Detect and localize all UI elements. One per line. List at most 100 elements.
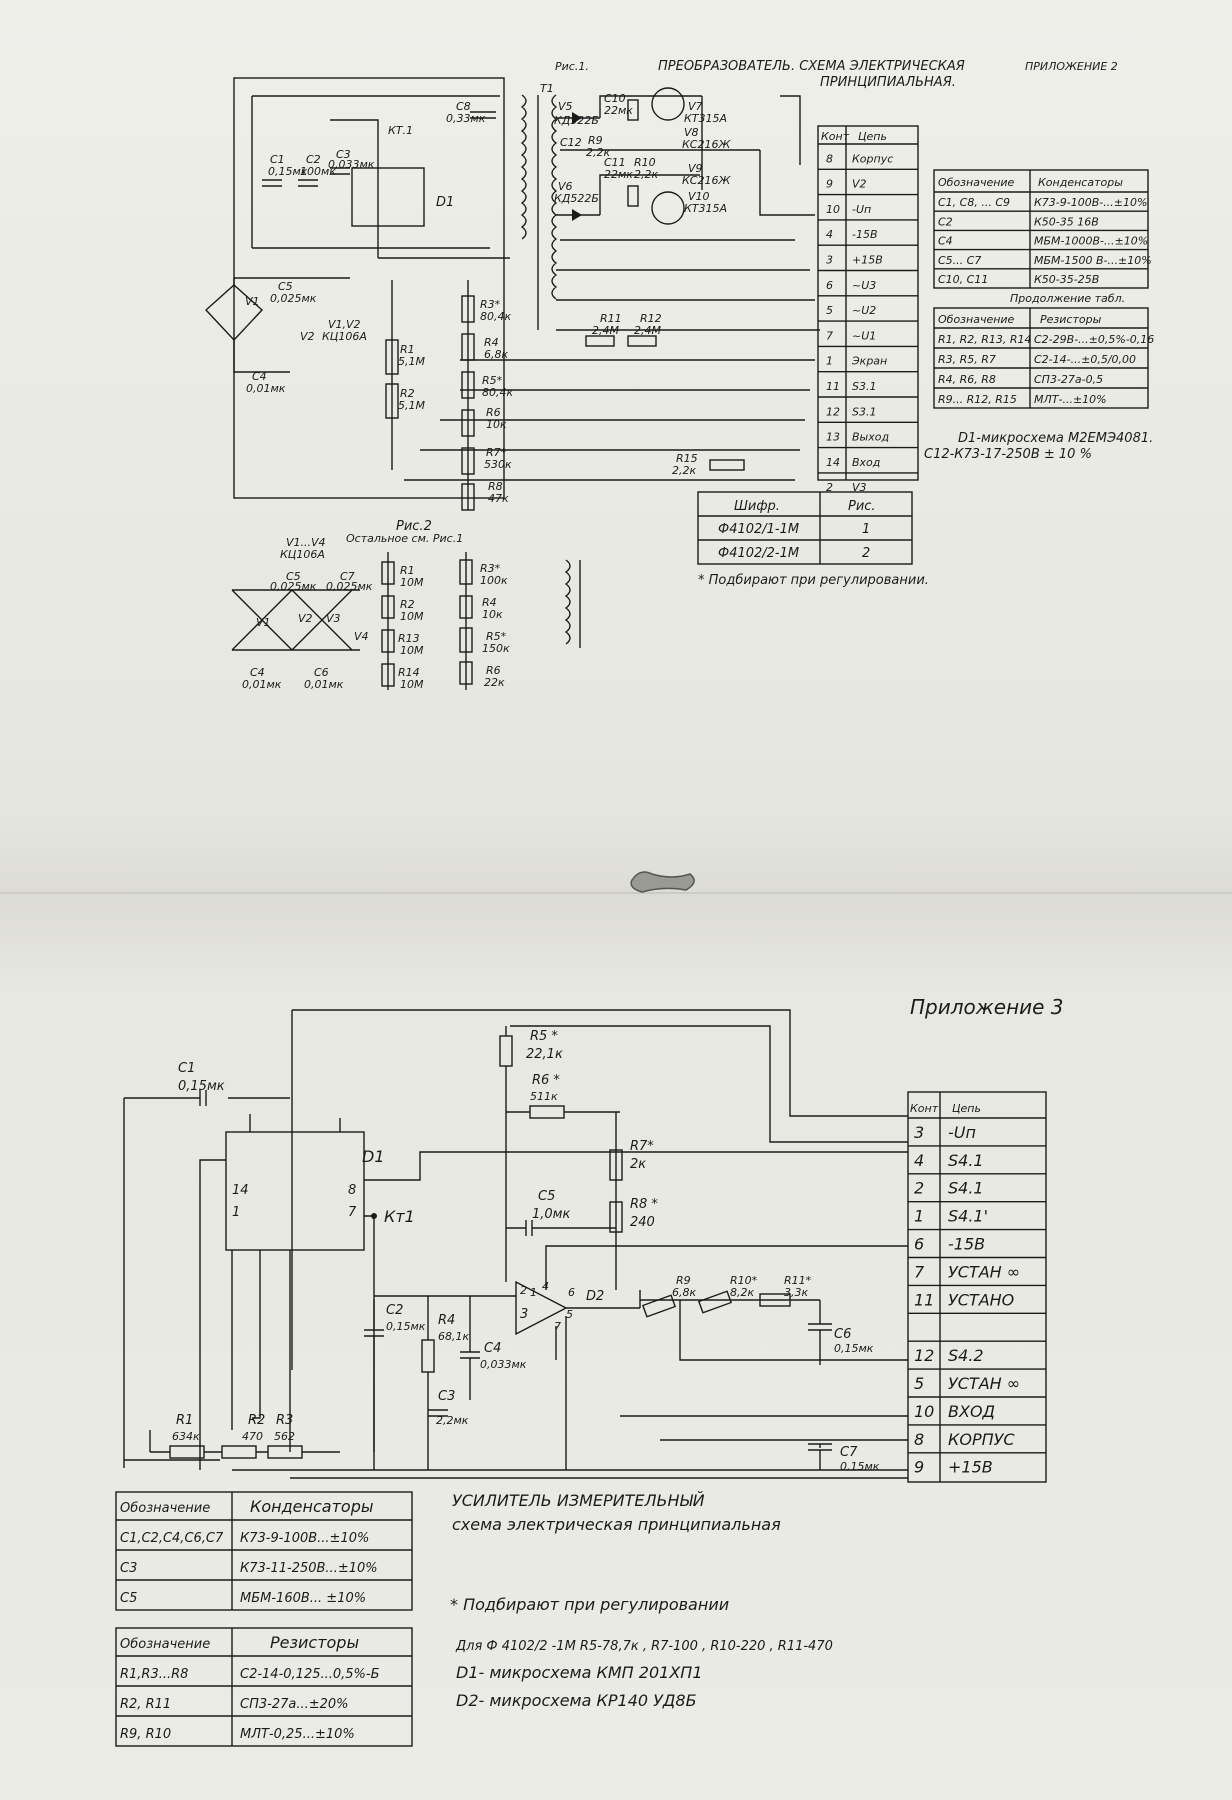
svg-text:R7*: R7*: [630, 1139, 654, 1154]
svg-text:2к: 2к: [630, 1157, 646, 1172]
fig2-label: Рис.2: [396, 519, 432, 534]
a3-cap-type: К73-11-250В...±10%: [240, 1561, 378, 1576]
svg-text:R6: R6: [486, 664, 501, 677]
svg-text:R5 *: R5 *: [530, 1029, 558, 1044]
a3-cap-designation: C1,C2,C4,C6,C7: [120, 1531, 224, 1546]
a3-contact-circuit: -15В: [948, 1235, 985, 1254]
fig1-contact-pin: 6: [826, 279, 833, 292]
a3-contact-table: [907, 1091, 1047, 1483]
a3-contact-circuit: -Uп: [948, 1123, 976, 1142]
svg-text:2,2к: 2,2к: [586, 146, 610, 159]
svg-text:КТ315А: КТ315А: [684, 202, 727, 215]
svg-text:14: 14: [232, 1183, 249, 1198]
svg-text:22мк: 22мк: [604, 168, 633, 181]
fig1-outer-wire: [233, 77, 505, 499]
a3-note3: D1- микросхема КМП 201ХП1: [456, 1663, 703, 1682]
fig1-contact-circuit: Экран: [851, 355, 887, 368]
figure-2: Рис.2 Остальное см. Рис.1 V1...V4 КЦ106А…: [231, 519, 581, 691]
svg-text:22к: 22к: [484, 676, 505, 689]
svg-text:C10: C10: [604, 92, 626, 105]
svg-text:Резисторы: Резисторы: [1040, 313, 1102, 326]
a3-contact-circuit: S4.2: [948, 1346, 984, 1365]
svg-text:C5: C5: [286, 570, 301, 583]
svg-text:22,1к: 22,1к: [526, 1047, 563, 1062]
fig1-r1-r2: R1 5,1М R2 5,1М: [385, 280, 425, 470]
a3-contact-pin: 3: [914, 1123, 924, 1142]
svg-text:2,4М: 2,4М: [592, 324, 619, 337]
a3-wire-top: [291, 1009, 908, 1370]
fig1-wire-top: [251, 95, 500, 249]
a3-cap-type: МБМ-160В... ±10%: [240, 1591, 366, 1606]
a3-contact-circuit: +15В: [948, 1458, 993, 1477]
svg-text:Конденсаторы: Конденсаторы: [1038, 176, 1123, 189]
svg-text:V7: V7: [688, 100, 703, 113]
svg-text:V8: V8: [684, 126, 699, 139]
fig1-d1-label: D1: [436, 195, 454, 210]
fig1-cap-designation: C5... C7: [938, 254, 981, 267]
a3-contact-pin: 7: [914, 1262, 925, 1281]
svg-text:Обозначение: Обозначение: [120, 1501, 210, 1516]
svg-text:Ф4102/2-1М: Ф4102/2-1М: [718, 546, 799, 561]
appendix-3: Приложение 3 C1 0,15мк D1 14 8 1 7 Кт1 R…: [115, 995, 1064, 1747]
svg-text:68,1к: 68,1к: [438, 1330, 469, 1343]
svg-text:R15: R15: [676, 452, 698, 465]
svg-text:2,2к: 2,2к: [634, 168, 658, 181]
svg-text:C2: C2: [386, 1303, 403, 1318]
a3-d1-chip: [225, 1131, 365, 1251]
fig1-cap-designation: C4: [938, 235, 953, 248]
svg-text:1: 1: [232, 1205, 240, 1220]
svg-text:Обозначение: Обозначение: [938, 313, 1015, 326]
svg-text:8,2к: 8,2к: [730, 1286, 754, 1299]
fig1-caps-table: Обозначение Конденсаторы Продолжение таб…: [933, 169, 1149, 305]
svg-text:R5*: R5*: [486, 630, 507, 643]
svg-text:100к: 100к: [480, 574, 508, 587]
svg-text:7: 7: [554, 1320, 561, 1333]
svg-text:R2: R2: [248, 1413, 265, 1428]
svg-text:562: 562: [274, 1430, 295, 1443]
fig1-wire-mid: [330, 119, 510, 259]
svg-text:V1: V1: [256, 616, 271, 629]
svg-text:0,01мк: 0,01мк: [246, 382, 286, 395]
fig1-cap-type: К73-9-100В-...±10%: [1034, 196, 1147, 209]
a3-caption1: УСИЛИТЕЛЬ ИЗМЕРИТЕЛЬНЫЙ: [452, 1491, 705, 1510]
svg-text:47к: 47к: [488, 492, 509, 505]
a3-wire-2: [510, 1025, 908, 1143]
fig2-resistors-right: R3* 100к R4 10к R5* 150к R6 22к: [459, 552, 510, 690]
a3-c5: C5 1,0мк: [506, 1189, 616, 1236]
fig1-c2: C2 100мк: [298, 153, 336, 187]
svg-text:C4: C4: [252, 370, 267, 383]
svg-text:V4: V4: [354, 630, 369, 643]
fig1-contact-circuit: S3.1: [852, 405, 876, 418]
svg-text:КЦ106А: КЦ106А: [322, 330, 367, 343]
fig1-contact-pin: 9: [826, 178, 833, 191]
svg-text:R2: R2: [400, 387, 415, 400]
svg-text:R14: R14: [398, 666, 420, 679]
fig1-res-designation: R1, R2, R13, R14: [938, 333, 1032, 346]
fig1-contact-circuit: +15В: [852, 254, 883, 267]
fig1-upper-stage: V5 КД522Б C10 22мк R9 2,2к C12 V7 КТ315А…: [554, 87, 731, 159]
svg-text:Ф4102/1-1М: Ф4102/1-1М: [718, 522, 799, 537]
fig1-contact-pin: 2: [826, 481, 833, 494]
a3-note4: D2- микросхема КР140 УД8Б: [456, 1691, 697, 1710]
fig2-resistors-left: R1 10М R2 10М R13 10М R14 10М: [381, 552, 424, 691]
svg-text:470: 470: [242, 1430, 263, 1443]
svg-text:R11*: R11*: [784, 1274, 812, 1287]
svg-text:10М: 10М: [400, 678, 424, 691]
a3-kt1-label: Кт1: [384, 1207, 415, 1226]
fig1-cap-designation: C10, C11: [938, 273, 988, 286]
svg-text:V10: V10: [688, 190, 710, 203]
a3-c1-wire: [123, 1097, 290, 1468]
a3-cap-type: К73-9-100В...±10%: [240, 1531, 369, 1546]
svg-text:R1: R1: [176, 1413, 193, 1428]
a3-d1-wires2: [199, 1151, 908, 1470]
svg-text:1: 1: [530, 1286, 537, 1299]
fig1-contact-circuit: V2: [852, 178, 867, 191]
fig1-c12-note: С12-К73-17-250В ± 10 %: [924, 447, 1092, 462]
fig1-contact-circuit: Выход: [852, 431, 889, 444]
svg-text:5,1М: 5,1М: [398, 399, 425, 412]
svg-text:0,15мк: 0,15мк: [386, 1320, 426, 1333]
svg-text:R1: R1: [400, 343, 415, 356]
figure-1: Рис.1. ПРЕОБРАЗОВАТЕЛЬ. СХЕМА ЭЛЕКТРИЧЕС…: [204, 59, 1154, 588]
